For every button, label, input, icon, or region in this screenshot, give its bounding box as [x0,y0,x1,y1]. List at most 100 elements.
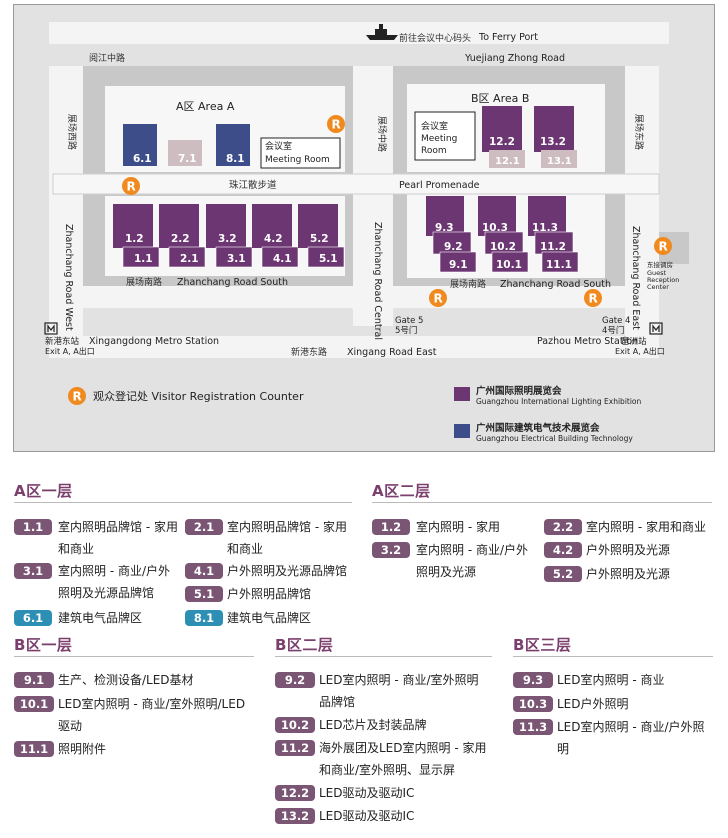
legend-registration-label: 观众登记处 Visitor Registration Counter [93,389,304,403]
road-central-cn: 展场中路 [376,116,388,152]
svg-text:2.1: 2.1 [180,253,199,265]
hall-description-line: LED芯片及封装品牌 [319,718,427,732]
metro-west-exit: Exit A, A出口 [45,346,95,356]
hall-description-line: 户外照明及光源 [586,543,671,557]
svg-text:3.1: 3.1 [227,253,246,265]
hall-code-badge: 5.1 [185,586,223,602]
hall-description-line: 海外展团及LED室内照明 - 家用 [319,741,487,755]
legend-registration: R [68,387,86,405]
hall-code-badge: 10.3 [513,696,553,712]
hall-12[interactable]: 12.2 12.1 [482,106,525,168]
svg-text:5.1: 5.1 [319,253,338,265]
hall-description-line: 户外照明及光源 [586,567,671,581]
hall-code-badge: 8.1 [185,610,223,626]
venue-map: 前往会议中心码头 To Ferry Port 阅江中路 Yuejiang Zho… [13,4,715,452]
hall-10[interactable]: 10.3 10.2 10.1 [478,196,529,273]
hall-description-line: 照明及光源品牌馆 [58,586,155,600]
hall-description-line: 生产、检测设备/LED基材 [58,673,194,687]
registration-marker-reception[interactable]: R [654,237,672,255]
hall-description-line: 驱动 [58,719,83,733]
svg-text:4.2: 4.2 [264,233,283,245]
hall-code-badge: 2.1 [185,519,223,535]
hall-4[interactable]: 4.2 4.1 [252,204,299,268]
reception-en-2: Reception [647,276,679,284]
hall-description-line: 建筑电气品牌区 [227,611,312,625]
meeting-room-b-line3: Room [421,146,447,156]
meeting-room-b-line2: Meeting [421,134,457,144]
metro-east-icon [649,322,663,335]
registration-marker-area-a[interactable]: R [327,115,345,133]
legend-lighting-cn: 广州国际照明展览会 [476,385,562,397]
reception-cn: 东接调房 [647,260,673,269]
meeting-room-a [260,137,341,169]
gate4-en: Gate 4 [602,316,630,326]
area-a-label: A区 Area A [176,100,235,113]
hall-2[interactable]: 2.2 2.1 [159,204,206,268]
svg-text:6.1: 6.1 [133,153,152,165]
registration-marker-gate4[interactable]: R [584,289,602,307]
hall-11[interactable]: 11.3 11.2 11.1 [528,196,579,273]
hall-description-line: 和商业/室外照明、显示屏 [319,763,456,777]
metro-east-exit: Exit A, A出口 [615,346,665,356]
hall-description-line: LED室内照明 - 商业/室外照明/LED [58,697,246,711]
road-south-en-a: Zhanchang Road South [177,277,288,288]
hall-3[interactable]: 3.2 3.1 [206,204,253,268]
road-south-en-b: Zhanchang Road South [500,279,611,290]
section-divider-b1 [14,656,254,657]
svg-text:3.2: 3.2 [218,233,237,245]
hall-description-line: 户外照明及光源品牌馆 [227,564,348,578]
hall-code-badge: 9.1 [14,672,54,688]
road-xingang-cn: 新港东路 [291,346,327,358]
hall-1[interactable]: 1.2 1.1 [113,204,160,268]
svg-text:2.2: 2.2 [171,233,190,245]
road-xingang-en: Xingang Road East [347,347,437,358]
hall-code-badge: 4.1 [185,563,223,579]
road-west-cn: 展场西路 [66,114,78,150]
svg-text:7.1: 7.1 [178,153,197,165]
svg-text:9.2: 9.2 [444,241,463,253]
svg-text:5.2: 5.2 [310,233,329,245]
meeting-room-b-line1: 会议室 [421,120,448,132]
hall-6-1[interactable]: 6.1 [123,124,157,166]
ferry-label-en: To Ferry Port [478,32,538,43]
hall-description-line: 室内照明品牌馆 - 家用 [58,520,178,534]
hall-code-badge: 10.1 [14,696,54,712]
svg-text:11.2: 11.2 [540,241,566,253]
central-junction [338,272,408,324]
section-title-a2: A区二层 [372,482,431,500]
svg-text:R: R [127,180,136,194]
hall-description-line: 和商业 [227,542,264,556]
section-title-a1: A区一层 [14,482,73,500]
hall-description-line: LED室内照明 - 商业/室外照明 [319,673,479,687]
meeting-room-a-cn: 会议室 [265,140,292,152]
hall-code-badge: 9.3 [513,672,553,688]
hall-8-1[interactable]: 8.1 [216,124,250,166]
ferry-label-cn: 前往会议中心码头 [399,32,471,44]
hall-7-1[interactable]: 7.1 [168,140,202,166]
hall-13[interactable]: 13.2 13.1 [534,106,577,168]
road-xingang [49,336,659,358]
hall-code-badge: 10.2 [275,717,315,733]
reception-en-3: Center [647,283,669,291]
hall-description-line: LED驱动及驱动IC [319,809,415,823]
svg-text:10.2: 10.2 [490,241,516,253]
hall-code-badge: 3.1 [14,563,52,579]
registration-marker-gate5[interactable]: R [429,289,447,307]
legend-lighting-swatch [454,387,470,401]
hall-5[interactable]: 5.2 5.1 [298,204,345,268]
meeting-room-b [414,111,476,161]
road-central-en: Zhanchang Road Central [372,222,383,340]
hall-9[interactable]: 9.3 9.2 9.1 [426,196,477,273]
svg-text:9.3: 9.3 [435,222,454,234]
hall-description-line: 和商业 [58,542,95,556]
road-south-cn-a: 展场南路 [126,276,162,288]
svg-text:11.1: 11.1 [546,259,572,271]
svg-text:1.2: 1.2 [125,233,144,245]
metro-east-name: Pazhou Metro Station [537,336,638,347]
hall-description-line: 建筑电气品牌区 [58,611,143,625]
gate5-en: Gate 5 [395,316,423,326]
registration-marker-west[interactable]: R [122,177,140,195]
hall-code-badge: 3.2 [372,542,410,558]
meeting-room-a-en: Meeting Room [265,155,330,165]
area-b-label: B区 Area B [471,92,529,105]
